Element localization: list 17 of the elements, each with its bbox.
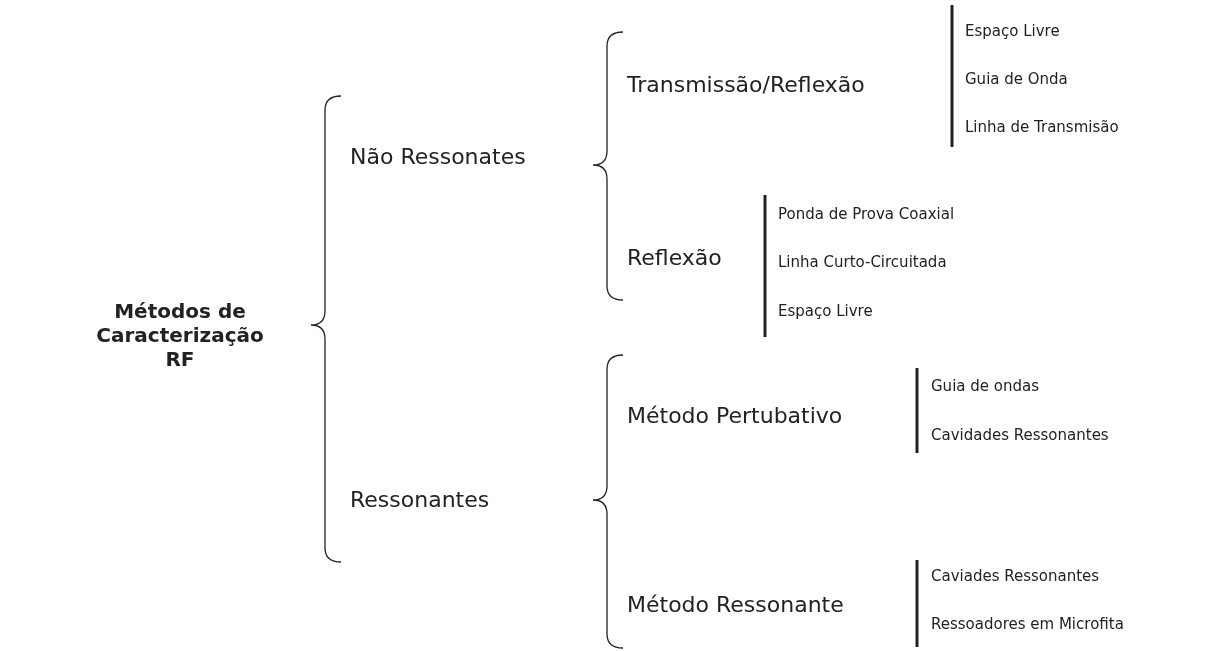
technique-label: Espaço Livre	[778, 302, 873, 320]
technique-label: Ponda de Prova Coaxial	[778, 205, 955, 223]
method-label: Transmissão/Reflexão	[627, 71, 865, 99]
root-heading: Métodos de Caracterização RF	[95, 299, 265, 371]
category-label: Não Ressonates	[350, 143, 526, 171]
technique-label: Espaço Livre	[965, 22, 1060, 40]
technique-label: Cavidades Ressonantes	[931, 426, 1109, 444]
technique-label: Ressoadores em Microfita	[931, 615, 1124, 633]
technique-label: Linha Curto-Circuitada	[778, 253, 947, 271]
category-label: Ressonantes	[350, 486, 490, 514]
technique-label: Guia de Onda	[965, 70, 1068, 88]
method-label: Método Pertubativo	[627, 402, 843, 430]
technique-label: Caviades Ressonantes	[931, 567, 1100, 585]
technique-label: Linha de Transmisão	[965, 118, 1119, 136]
method-label: Reflexão	[627, 244, 722, 272]
technique-label: Guia de ondas	[931, 377, 1039, 395]
method-label: Método Ressonante	[627, 591, 844, 619]
